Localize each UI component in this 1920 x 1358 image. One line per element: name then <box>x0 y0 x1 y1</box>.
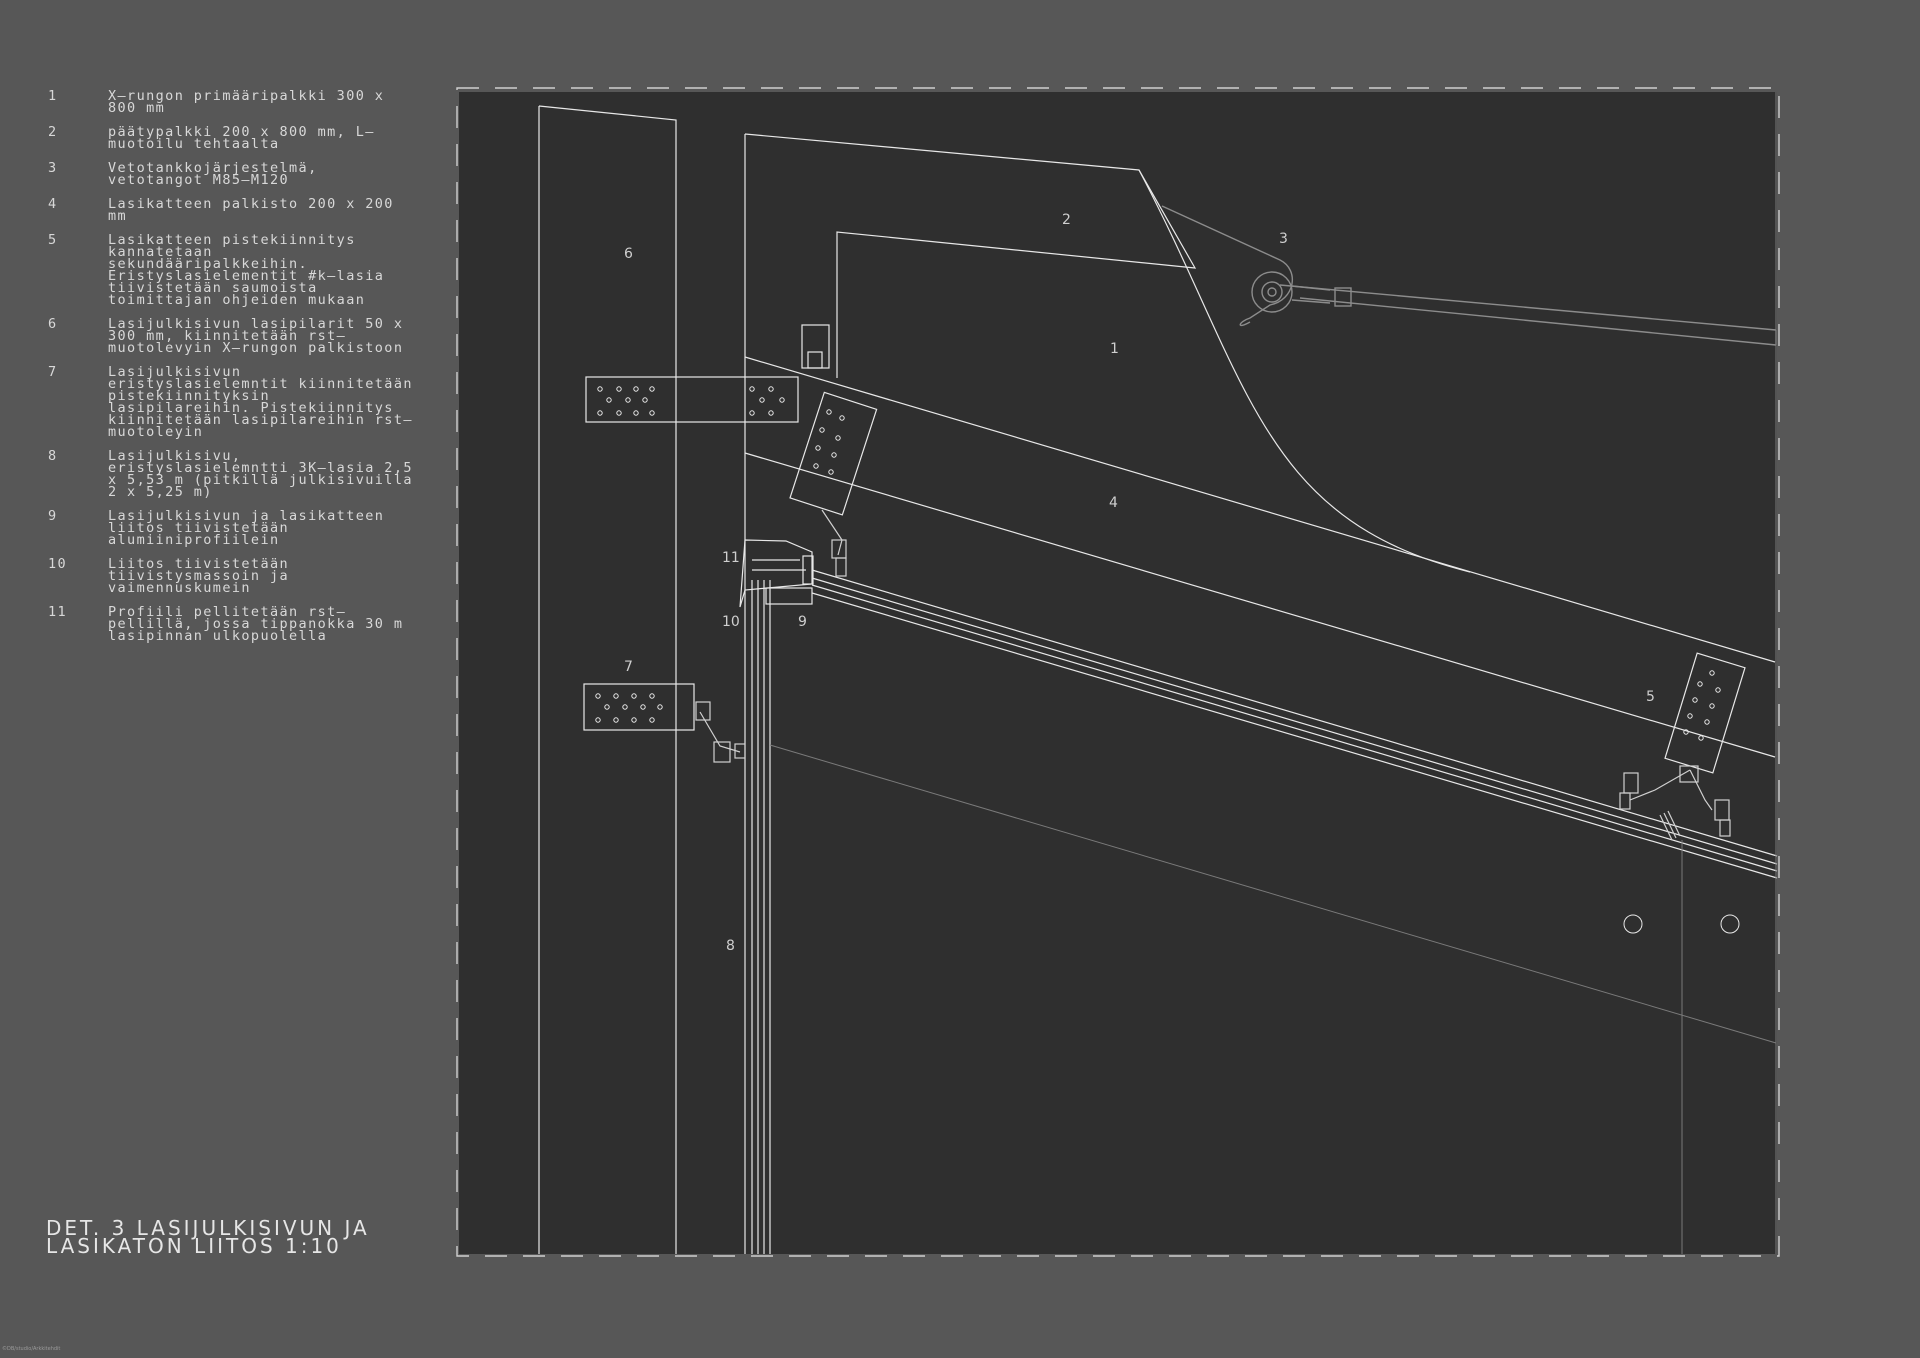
legend-text: Vetotankkojärjestelmä, vetotangot M85–M1… <box>108 160 318 188</box>
plate-holes <box>595 386 1740 934</box>
profile-inner-lines <box>752 559 806 571</box>
drawing-title-line-2: LASIKATON LIITOS 1:10 <box>46 1234 342 1258</box>
callout-10: 10 <box>722 614 740 630</box>
roof-beam <box>744 356 1776 758</box>
fixing-bolts <box>695 509 1731 841</box>
legend-item: 4 Lasikatteen palkisto 200 x 200 mm <box>48 196 418 224</box>
construction-lines <box>769 92 1777 1254</box>
tension-rod-system <box>1161 205 1777 346</box>
credit-text: ©DB/studio/Arkkitehdit <box>2 1346 61 1352</box>
legend-number: 3 <box>48 160 58 176</box>
legend-number: 6 <box>48 316 58 332</box>
legend-text: Lasijulkisivun eristyslasielemntit kiinn… <box>108 364 413 440</box>
drawing-title: DET. 3 LASIJULKISIVUN JA LASIKATON LIITO… <box>46 1216 370 1258</box>
legend-item: 11 Profiili pellitetään rst–pellillä, jos… <box>48 604 418 644</box>
facade-fixing-plate <box>583 683 695 731</box>
callout-1: 1 <box>1110 341 1119 357</box>
primary-beam-curve <box>1138 169 1471 573</box>
callout-2: 2 <box>1062 212 1071 228</box>
legend-item: 2 päätypalkki 200 x 800 mm, L–muotoilu te… <box>48 124 418 152</box>
callout-7: 7 <box>624 659 633 675</box>
legend-number: 7 <box>48 364 58 380</box>
callout-9: 9 <box>798 614 807 630</box>
legend-text: Profiili pellitetään rst–pellillä, jossa… <box>108 604 404 644</box>
drawing-border <box>456 87 1780 1257</box>
glass-facade-layers <box>744 555 771 1254</box>
end-beam-outline <box>744 133 1197 378</box>
legend-text: Lasijulkisivu, eristyslasielemntti 3K–la… <box>108 448 413 500</box>
callout-8: 8 <box>726 938 735 954</box>
legend-text: päätypalkki 200 x 800 mm, L–muotoilu teh… <box>108 124 375 152</box>
callout-11: 11 <box>722 550 740 566</box>
callout-3: 3 <box>1279 231 1288 247</box>
legend-item: 3 Vetotankkojärjestelmä, vetotangot M85–M… <box>48 160 418 188</box>
legend-number: 1 <box>48 88 58 104</box>
profile-end <box>802 555 814 585</box>
legend-number: 11 <box>48 604 68 620</box>
legend-text: X–rungon primääripalkki 300 x 800 mm <box>108 88 385 116</box>
aluminium-profile <box>765 587 813 605</box>
legend-item: 5 Lasikatteen pistekiinnitys kannatetaan … <box>48 232 418 308</box>
callout-4: 4 <box>1109 495 1118 511</box>
legend-item: 6 Lasijulkisivun lasipilarit 50 x 300 mm,… <box>48 316 418 356</box>
callout-6: 6 <box>624 246 633 262</box>
legend-item: 1 X–rungon primääripalkki 300 x 800 mm <box>48 88 418 116</box>
legend-item: 8 Lasijulkisivu, eristyslasielemntti 3K–l… <box>48 448 418 500</box>
legend-number: 10 <box>48 556 68 572</box>
legend-text: Lasijulkisivun ja lasikatteen liitos tii… <box>108 508 385 548</box>
legend-number: 5 <box>48 232 58 248</box>
column-fixing-plate <box>585 376 799 423</box>
legend-item: 9 Lasijulkisivun ja lasikatteen liitos ti… <box>48 508 418 548</box>
legend-number: 4 <box>48 196 58 212</box>
legend-text: Liitos tiivistetään tiivistysmassoin ja … <box>108 556 290 596</box>
legend-number: 8 <box>48 448 58 464</box>
legend-text: Lasijulkisivun lasipilarit 50 x 300 mm, … <box>108 316 404 356</box>
drawing-title-line-1: DET. 3 LASIJULKISIVUN JA <box>46 1216 370 1240</box>
legend-number: 9 <box>48 508 58 524</box>
drawing-panel <box>459 92 1777 1254</box>
roof-fixing-plate <box>789 391 878 516</box>
callout-5: 5 <box>1646 689 1655 705</box>
legend-number: 2 <box>48 124 58 140</box>
legend-item: 7 Lasijulkisivun eristyslasielemntit kiin… <box>48 364 418 440</box>
beam-box-inner <box>807 351 823 369</box>
legend-text: Lasikatteen palkisto 200 x 200 mm <box>108 196 394 224</box>
legend-text: Lasikatteen pistekiinnitys kannatetaan s… <box>108 232 385 308</box>
legend-list: 1 X–rungon primääripalkki 300 x 800 mm 2 pä… <box>48 88 418 644</box>
glass-column <box>538 105 677 1254</box>
legend-item: 10 Liitos tiivistetään tiivistysmassoin j… <box>48 556 418 596</box>
glass-roof-layers <box>811 569 1778 879</box>
